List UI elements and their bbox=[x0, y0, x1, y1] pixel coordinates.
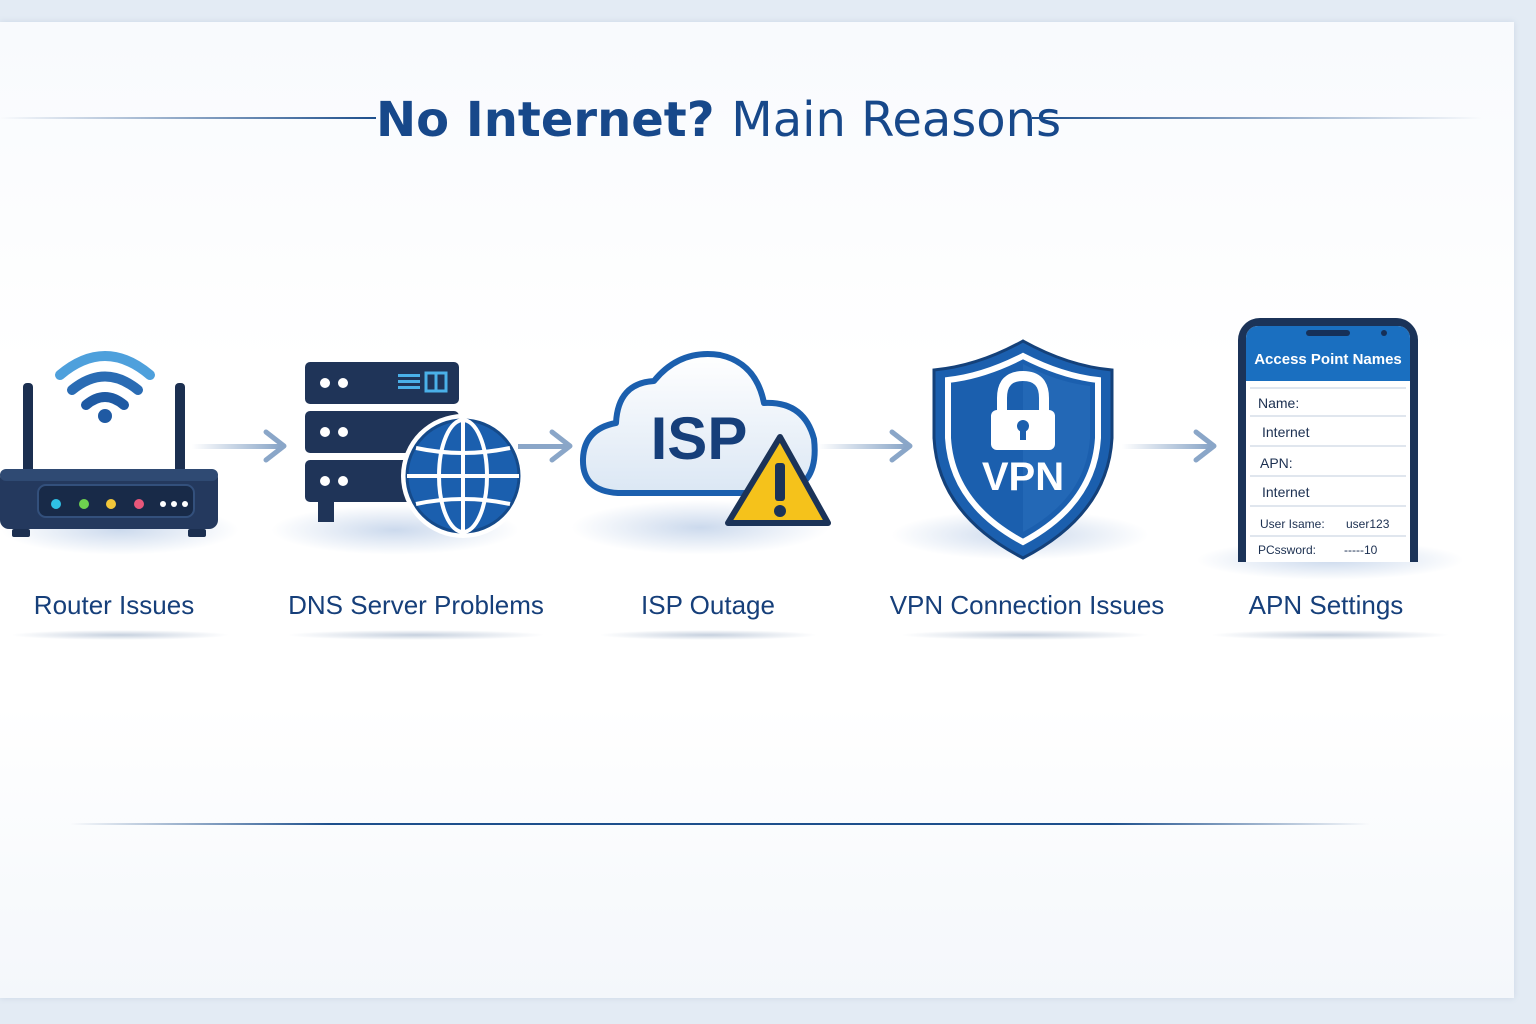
label-dns-shadow bbox=[286, 630, 546, 640]
apn-user-label: User Isame: bbox=[1260, 517, 1325, 531]
apn-password-label: PCssword: bbox=[1258, 543, 1316, 557]
apn-name-value: Internet bbox=[1262, 424, 1310, 440]
shield-lock-icon: VPN bbox=[932, 339, 1114, 560]
isp-cloud-text: ISP bbox=[651, 405, 748, 472]
label-dns-server-problems: DNS Server Problems bbox=[288, 590, 544, 620]
label-apn-shadow bbox=[1210, 630, 1450, 640]
title-rest: Main Reasons bbox=[731, 92, 1062, 148]
label-apn-settings: APN Settings bbox=[1248, 590, 1404, 620]
title-row: No Internet? Main Reasons bbox=[0, 80, 1514, 160]
title-bold: No Internet? bbox=[376, 92, 715, 148]
server-globe-icon bbox=[305, 362, 525, 538]
apn-label: APN: bbox=[1260, 455, 1293, 471]
apn-user-value: user123 bbox=[1346, 517, 1390, 531]
wifi-router-icon bbox=[0, 351, 218, 537]
vpn-shield-text: VPN bbox=[982, 455, 1064, 499]
label-router-issues: Router Issues bbox=[33, 590, 195, 620]
label-vpn-connection-issues: VPN Connection Issues bbox=[889, 590, 1165, 620]
bottom-divider bbox=[70, 823, 1370, 825]
apn-password-value: -----10 bbox=[1344, 543, 1378, 557]
title-rule-left bbox=[0, 117, 376, 119]
arrow-isp-to-vpn bbox=[818, 429, 913, 463]
arrow-vpn-to-apn bbox=[1122, 429, 1217, 463]
label-isp-outage: ISP Outage bbox=[641, 590, 775, 620]
page-title: No Internet? Main Reasons bbox=[376, 80, 1061, 160]
phone-settings-icon: Access Point Names Name: Internet APN: I… bbox=[1238, 318, 1418, 562]
title-rule-right bbox=[1032, 117, 1482, 119]
label-vpn-shadow bbox=[900, 630, 1150, 640]
apn-name-label: Name: bbox=[1258, 395, 1299, 411]
arrow-dns-to-isp bbox=[518, 429, 573, 463]
label-isp-shadow bbox=[598, 630, 818, 640]
arrow-router-to-dns bbox=[192, 429, 287, 463]
apn-value: Internet bbox=[1262, 484, 1310, 500]
label-router-shadow bbox=[10, 630, 230, 640]
phone-header: Access Point Names bbox=[1254, 351, 1402, 368]
cloud-warning-icon: ISP bbox=[579, 351, 831, 526]
